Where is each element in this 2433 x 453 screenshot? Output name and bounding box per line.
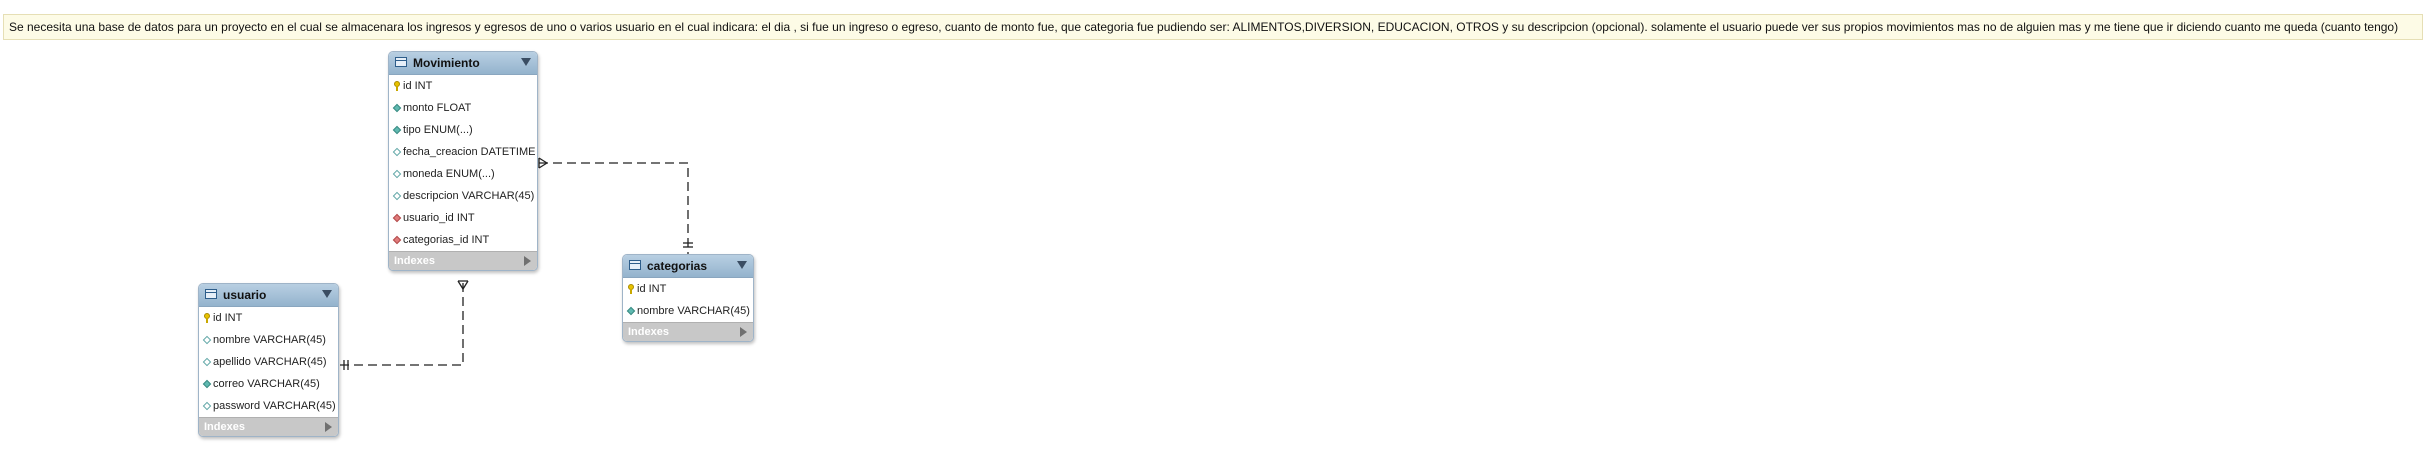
table-title: Movimiento [413, 56, 480, 70]
table-title: categorias [647, 259, 708, 273]
table-header[interactable]: usuario [199, 284, 338, 307]
column-name: fecha_creacion DATETIME [403, 146, 536, 158]
indexes-label: Indexes [394, 255, 435, 267]
indexes-section[interactable]: Indexes [389, 251, 537, 270]
table-usuario[interactable]: usuario id INT nombre VARCHAR(45) apelli… [198, 283, 339, 437]
relationship-usuario-movimiento [340, 280, 464, 366]
table-icon [395, 57, 407, 67]
column-row[interactable]: descripcion VARCHAR(45) [389, 185, 537, 207]
column-icon [392, 147, 402, 157]
primary-key-icon [627, 284, 635, 294]
relationship-categorias-movimiento [539, 162, 689, 255]
not-null-column-icon [392, 125, 402, 135]
column-row[interactable]: id INT [389, 75, 537, 97]
column-row[interactable]: usuario_id INT [389, 207, 537, 229]
description-note: Se necesita una base de datos para un pr… [3, 14, 2423, 40]
column-name: nombre VARCHAR(45) [213, 334, 326, 346]
column-row[interactable]: moneda ENUM(...) [389, 163, 537, 185]
column-name: monto FLOAT [403, 102, 472, 114]
foreign-key-icon [392, 235, 402, 245]
collapse-arrow-icon[interactable] [737, 261, 747, 269]
column-row[interactable]: tipo ENUM(...) [389, 119, 537, 141]
table-movimiento[interactable]: Movimiento id INT monto FLOAT tipo ENUM(… [388, 51, 538, 271]
table-header[interactable]: Movimiento [389, 52, 537, 75]
table-icon [205, 289, 217, 299]
column-name: id INT [213, 312, 243, 324]
column-row[interactable]: id INT [199, 307, 338, 329]
table-title: usuario [223, 288, 267, 302]
indexes-label: Indexes [628, 326, 669, 338]
indexes-section[interactable]: Indexes [199, 417, 338, 436]
column-row[interactable]: fecha_creacion DATETIME [389, 141, 537, 163]
indexes-section[interactable]: Indexes [623, 322, 753, 341]
not-null-column-icon [202, 379, 212, 389]
column-name: moneda ENUM(...) [403, 168, 495, 180]
not-null-column-icon [392, 103, 402, 113]
column-name: correo VARCHAR(45) [213, 378, 320, 390]
table-header[interactable]: categorias [623, 255, 753, 278]
column-name: descripcion VARCHAR(45) [403, 190, 535, 202]
column-icon [392, 169, 402, 179]
column-row[interactable]: monto FLOAT [389, 97, 537, 119]
column-name: tipo ENUM(...) [403, 124, 473, 136]
expand-arrow-icon[interactable] [740, 327, 747, 337]
column-row[interactable]: correo VARCHAR(45) [199, 373, 338, 395]
table-icon [629, 260, 641, 270]
column-name: password VARCHAR(45) [213, 400, 336, 412]
column-row[interactable]: id INT [623, 278, 753, 300]
column-name: apellido VARCHAR(45) [213, 356, 327, 368]
collapse-arrow-icon[interactable] [521, 58, 531, 66]
column-name: id INT [637, 283, 667, 295]
not-null-column-icon [626, 306, 636, 316]
column-row[interactable]: nombre VARCHAR(45) [199, 329, 338, 351]
column-name: categorias_id INT [403, 234, 490, 246]
column-name: id INT [403, 80, 433, 92]
expand-arrow-icon[interactable] [325, 422, 332, 432]
column-icon [202, 335, 212, 345]
column-row[interactable]: apellido VARCHAR(45) [199, 351, 338, 373]
column-icon [202, 401, 212, 411]
column-row[interactable]: password VARCHAR(45) [199, 395, 338, 417]
foreign-key-icon [392, 213, 402, 223]
column-name: nombre VARCHAR(45) [637, 305, 750, 317]
primary-key-icon [203, 313, 211, 323]
indexes-label: Indexes [204, 421, 245, 433]
primary-key-icon [393, 81, 401, 91]
column-icon [392, 191, 402, 201]
table-categorias[interactable]: categorias id INT nombre VARCHAR(45) Ind… [622, 254, 754, 342]
column-row[interactable]: nombre VARCHAR(45) [623, 300, 753, 322]
expand-arrow-icon[interactable] [524, 256, 531, 266]
column-icon [202, 357, 212, 367]
column-name: usuario_id INT [403, 212, 475, 224]
column-row[interactable]: categorias_id INT [389, 229, 537, 251]
collapse-arrow-icon[interactable] [322, 290, 332, 298]
